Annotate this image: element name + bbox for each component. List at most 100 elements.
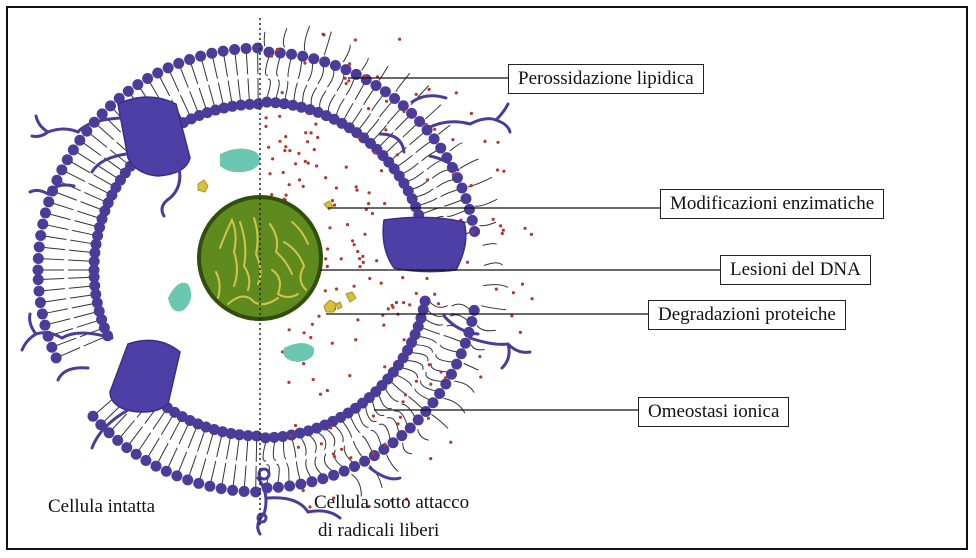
lipid-tail	[104, 407, 119, 422]
organelle-bottom	[283, 343, 314, 362]
lipid-tail	[287, 463, 289, 481]
lipid-tail	[68, 277, 89, 278]
radical-dot	[380, 282, 383, 285]
lipid-tail	[354, 441, 363, 457]
lipid-head	[252, 43, 263, 54]
radical-dot	[499, 224, 502, 227]
radical-dot	[284, 135, 287, 138]
lipid-tail	[246, 53, 247, 74]
lipid-tail	[344, 103, 353, 119]
lipid-head	[46, 342, 57, 353]
damaged-lipid-tail	[438, 125, 450, 134]
lipid-tail	[69, 250, 90, 252]
lipid-tail	[50, 319, 70, 324]
radical-dot	[307, 162, 310, 165]
radical-dot	[297, 446, 300, 449]
lipid-tail	[436, 354, 452, 362]
lipid-tail	[336, 99, 344, 115]
radical-dot	[531, 297, 534, 300]
radical-dot	[429, 457, 432, 460]
lipid-tail	[380, 102, 392, 117]
radical-dot	[287, 381, 290, 384]
lipid-head	[39, 320, 50, 331]
lipid-tail	[416, 345, 432, 353]
lipid-head	[140, 455, 151, 466]
radical-dot	[363, 233, 366, 236]
lipid-tail	[292, 440, 295, 458]
lipid-tail	[379, 424, 390, 439]
lipid-head	[446, 369, 457, 380]
radical-dot	[294, 424, 297, 427]
lipid-tail	[213, 58, 218, 78]
lipid-tail	[77, 211, 97, 217]
lipid-tail	[364, 90, 374, 105]
lipid-head	[435, 143, 446, 154]
lipid-head	[89, 272, 100, 283]
lipid-tail	[407, 360, 423, 369]
radical-dot	[371, 212, 374, 215]
radical-dot	[311, 323, 314, 326]
lipid-tail	[226, 438, 230, 459]
radical-dot	[510, 314, 513, 317]
lipid-head	[218, 46, 229, 57]
lipid-tail	[218, 83, 223, 103]
lipid-tail	[386, 389, 399, 401]
radical-dot	[309, 336, 312, 339]
lipid-tail	[267, 79, 270, 97]
lipid-tail	[298, 61, 302, 79]
radical-dot	[367, 107, 370, 110]
lipid-tail	[288, 59, 291, 77]
lipid-head	[43, 196, 54, 207]
radical-dot	[347, 79, 350, 82]
radical-dot	[345, 82, 348, 85]
radical-dot	[270, 55, 273, 58]
radical-dot	[440, 370, 443, 373]
radical-dot	[433, 128, 436, 131]
radical-dot	[358, 257, 361, 260]
lipid-tail	[413, 180, 429, 188]
lipid-tail	[412, 353, 428, 362]
membrane-protein-bottom-left	[110, 340, 180, 412]
lipid-head	[193, 478, 204, 489]
damaged-lipid-tail	[343, 45, 350, 62]
radical-dot	[326, 265, 329, 268]
radical-dot	[433, 293, 436, 296]
lipid-tail	[170, 421, 180, 440]
lipid-head	[456, 348, 467, 359]
radical-dot	[437, 302, 440, 305]
radical-dot	[289, 434, 292, 437]
lipid-tail	[294, 83, 298, 101]
lipid-tail	[69, 286, 90, 288]
lipid-tail	[265, 57, 268, 75]
radical-dot	[368, 277, 371, 280]
lipid-tail	[441, 190, 458, 197]
lipid-tail	[444, 200, 461, 206]
lipid-head	[33, 274, 44, 285]
label-lesioni-del-dna: Lesioni del DNA	[720, 255, 871, 285]
lipid-tail	[189, 455, 196, 475]
lipid-tail	[440, 345, 457, 352]
lipid-tail	[222, 463, 226, 484]
radical-dot	[297, 152, 300, 155]
damaged-lipid-tail	[362, 58, 369, 71]
leader-lines	[320, 78, 720, 410]
lipid-tail	[93, 175, 111, 185]
radical-dot	[383, 365, 386, 368]
lipid-tail	[276, 464, 279, 482]
radical-dot	[344, 77, 347, 80]
radical-dot	[348, 62, 351, 65]
lipid-head	[286, 49, 297, 60]
lipid-head	[308, 53, 319, 64]
lipid-head	[105, 100, 116, 111]
lipid-tail	[99, 166, 117, 177]
radical-dot	[276, 48, 279, 51]
radical-dot	[356, 250, 359, 253]
lipid-tail	[78, 153, 96, 164]
lipid-tail	[246, 441, 248, 462]
radical-dot	[288, 149, 291, 152]
lipid-tail	[327, 430, 335, 447]
lipid-tail	[72, 162, 90, 172]
lipid-head	[229, 44, 240, 55]
damaged-lipid-tail	[418, 429, 429, 440]
damaged-lipid-tail	[475, 199, 498, 206]
